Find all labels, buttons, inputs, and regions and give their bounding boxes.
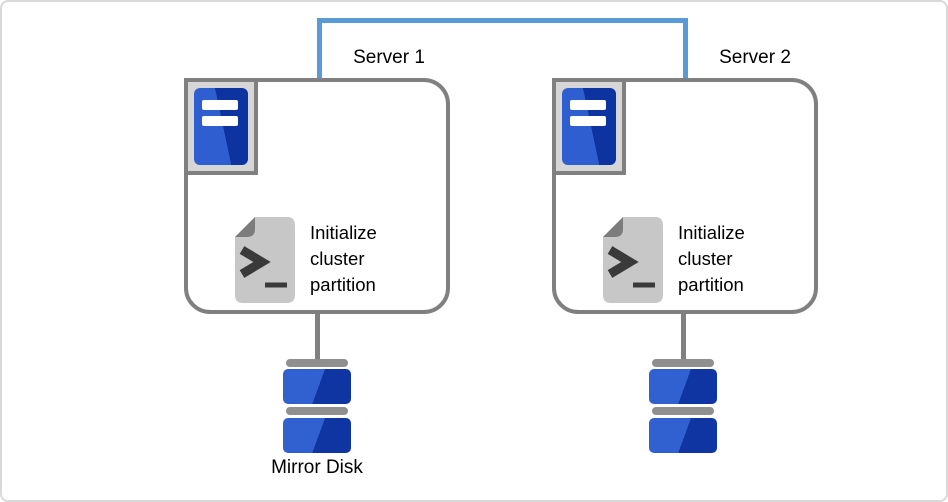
disk-platter [649,369,717,404]
server-tower-body [562,88,616,165]
disk-cap [286,407,348,415]
mirror-disk-label: Mirror Disk [271,457,363,478]
server1-action-text: Initialize cluster partition [310,222,377,295]
server-tower-body [194,88,248,165]
server1-disk-connector [315,312,320,360]
disk-platter [283,418,351,453]
disk-cap [286,359,348,367]
disk-platter [649,418,717,453]
terminal-script-icon [603,217,663,303]
server1-action: Initialize cluster partition [234,216,377,304]
server-slot [202,100,238,110]
server1-label: Server 1 [353,47,425,68]
server2-label: Server 2 [719,47,791,68]
server-tower-icon [184,78,258,175]
server2-disk-connector [681,312,686,360]
server-slot [570,100,606,110]
disk-stack-icon [283,359,351,454]
disk-cap [652,407,714,415]
disk-stack-icon [649,359,717,454]
server-tower-icon [552,78,626,175]
disk-cap [652,359,714,367]
server2-action-text: Initialize cluster partition [678,222,745,295]
server-slot [570,116,606,126]
server-slot [202,116,238,126]
terminal-script-icon [235,217,295,303]
interconnect-link-line [317,18,688,79]
server1-box: Initialize cluster partition [184,78,450,314]
server2-action: Initialize cluster partition [602,216,745,304]
server2-box: Initialize cluster partition [552,78,818,314]
disk-platter [283,369,351,404]
